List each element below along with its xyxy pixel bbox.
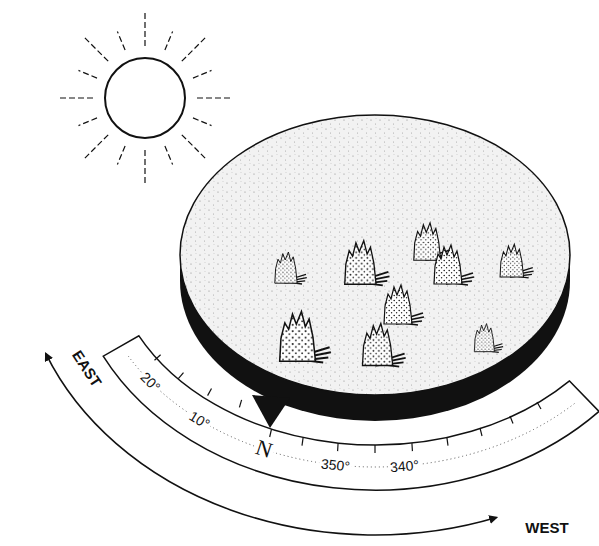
bearing-number: 340° <box>388 456 422 475</box>
sun-ray <box>165 32 173 51</box>
tree <box>384 285 424 325</box>
bearing-number: 10° <box>185 407 215 434</box>
sun-ray <box>182 38 205 61</box>
tree <box>345 241 390 286</box>
tree <box>500 244 534 278</box>
disk-top <box>180 115 570 395</box>
sun-ray <box>144 150 145 183</box>
tick <box>537 402 541 409</box>
sun-ray <box>79 70 98 78</box>
tree <box>474 324 503 353</box>
sun-rays <box>60 13 230 183</box>
sun-ray <box>197 97 230 98</box>
trees <box>275 223 534 367</box>
tick <box>337 443 339 451</box>
tick <box>447 438 448 446</box>
tree <box>275 252 307 284</box>
tick <box>480 428 482 436</box>
direction-pointer <box>252 395 290 428</box>
direction-word: WEST <box>523 519 570 536</box>
sun-ray <box>85 38 108 61</box>
sun <box>60 13 230 183</box>
sun-ray <box>79 118 98 126</box>
terrain-disk <box>180 115 570 428</box>
sun-ray <box>182 135 205 158</box>
tick <box>270 429 272 437</box>
sun-ray <box>60 97 93 98</box>
sun-ray <box>117 146 125 165</box>
tick <box>208 389 212 396</box>
direction-word: EAST <box>68 345 106 391</box>
bearing-number: 350° <box>318 455 353 474</box>
tree <box>434 245 474 285</box>
tick <box>374 445 375 453</box>
sun-ray <box>144 13 145 46</box>
sun-ray <box>193 118 212 126</box>
sun-ray <box>85 135 108 158</box>
tick <box>510 416 513 424</box>
tree <box>362 323 405 366</box>
bearing-number: 20° <box>136 367 165 396</box>
tree <box>280 311 331 362</box>
tick <box>239 400 241 408</box>
north-mark: N <box>250 435 276 464</box>
tick <box>178 373 183 379</box>
sun-ray <box>165 146 173 165</box>
sun-disc <box>105 58 185 138</box>
tick <box>302 438 303 446</box>
tick <box>155 355 161 360</box>
tick <box>411 443 413 451</box>
sun-ray <box>193 70 212 78</box>
sun-ray <box>117 32 125 51</box>
